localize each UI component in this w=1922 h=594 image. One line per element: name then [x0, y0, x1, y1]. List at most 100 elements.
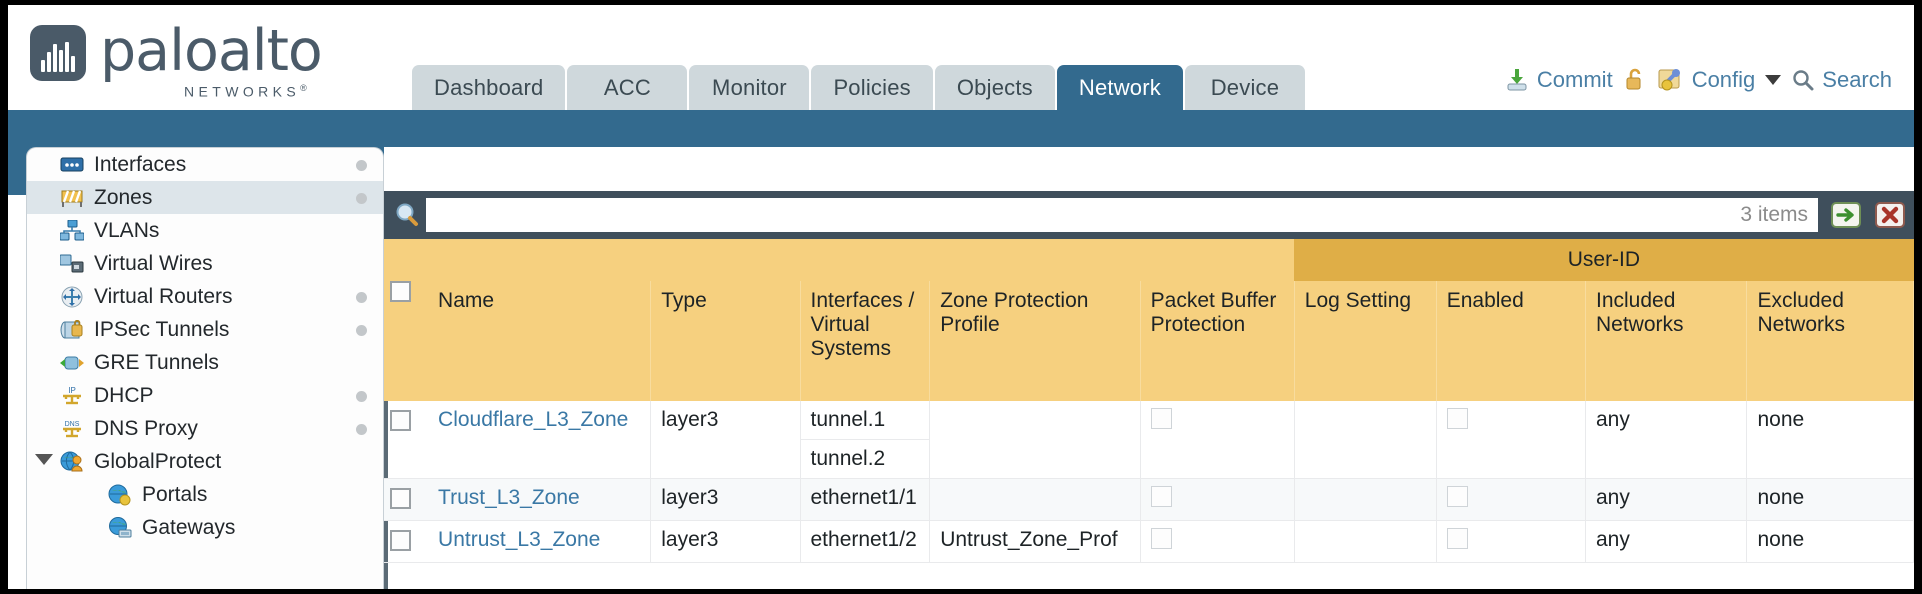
table-row[interactable]: Cloudflare_L3_Zone layer3 tunnel.1 tunne… — [384, 401, 1914, 479]
column-header-zone-protection-profile[interactable]: Zone Protection Profile — [929, 281, 1141, 401]
cell-name[interactable]: Trust_L3_Zone — [428, 478, 652, 521]
userid-enabled-checkbox[interactable] — [1446, 528, 1468, 549]
sidebar-item-gre-tunnels[interactable]: GRE Tunnels — [27, 346, 383, 379]
sidebar-item-gateways[interactable]: Gateways — [27, 511, 383, 544]
tab-network[interactable]: Network — [1056, 65, 1183, 111]
sidebar-item-label: Interfaces — [94, 152, 187, 176]
tab-dashboard[interactable]: Dashboard — [412, 65, 566, 111]
sidebar-item-virtual-routers[interactable]: Virtual Routers — [27, 280, 383, 313]
interface-item: ethernet1/1 — [810, 486, 917, 509]
search-button[interactable]: Search — [1791, 67, 1892, 93]
sidebar-item-dns-proxy[interactable]: DNS DNS Proxy — [27, 412, 383, 445]
chevron-down-icon[interactable] — [35, 454, 53, 465]
main-navigation-tabs[interactable]: Dashboard ACC Monitor Policies Objects N… — [412, 65, 1305, 111]
cell-zone-protection-profile — [929, 401, 1141, 479]
column-header-excluded-networks[interactable]: Excluded Networks — [1746, 281, 1914, 401]
interface-item: ethernet1/2 — [810, 528, 917, 551]
zone-name-link[interactable]: Trust_L3_Zone — [438, 486, 580, 509]
cell-packet-buffer-protection[interactable] — [1140, 478, 1295, 521]
tab-monitor[interactable]: Monitor — [689, 65, 810, 111]
cell-interfaces: ethernet1/1 — [800, 478, 931, 521]
table-row[interactable]: Trust_L3_Zone layer3 ethernet1/1 any non… — [384, 478, 1914, 521]
cell-packet-buffer-protection[interactable] — [1140, 520, 1295, 563]
column-header-type[interactable]: Type — [650, 281, 801, 401]
brand-header: paloalto NETWORKS® Dashboard ACC Monitor… — [8, 5, 1914, 111]
sidebar-item-dhcp[interactable]: IP DHCP — [27, 379, 383, 412]
clear-filter-x-icon[interactable] — [1874, 199, 1906, 231]
virtual-wires-icon — [59, 253, 85, 275]
cell-excluded-networks: none — [1746, 478, 1914, 521]
sidebar-item-label: GlobalProtect — [94, 449, 222, 473]
tab-device[interactable]: Device — [1184, 65, 1305, 111]
row-select-cell[interactable] — [384, 520, 429, 563]
column-header-log-setting[interactable]: Log Setting — [1294, 281, 1437, 401]
sidebar-item-zones[interactable]: Zones — [27, 181, 383, 214]
cell-excluded-networks: none — [1746, 401, 1914, 479]
group-header-spacer — [384, 239, 1295, 281]
cell-type: layer3 — [650, 520, 801, 563]
ipsec-tunnels-icon — [59, 319, 85, 341]
palo-alto-web-ui: paloalto NETWORKS® Dashboard ACC Monitor… — [8, 5, 1914, 589]
table-group-header-row: User-ID — [384, 239, 1914, 281]
column-header-included-networks[interactable]: Included Networks — [1585, 281, 1748, 401]
cell-interfaces: ethernet1/2 — [800, 520, 931, 563]
cell-type: layer3 — [650, 478, 801, 521]
interfaces-icon — [59, 154, 85, 176]
column-header-interfaces-virtual-systems[interactable]: Interfaces / Virtual Systems — [800, 281, 931, 401]
packet-buffer-protection-checkbox[interactable] — [1150, 528, 1172, 549]
sidebar-item-interfaces[interactable]: Interfaces — [27, 148, 383, 181]
search-magnifier-icon[interactable] — [392, 200, 422, 230]
tab-objects[interactable]: Objects — [934, 65, 1055, 111]
cell-type: layer3 — [650, 401, 801, 479]
sidebar-item-ipsec-tunnels[interactable]: IPSec Tunnels — [27, 313, 383, 346]
cell-log-setting — [1294, 478, 1437, 521]
packet-buffer-protection-checkbox[interactable] — [1150, 486, 1172, 507]
select-all-checkbox[interactable] — [390, 281, 411, 302]
sidebar-item-portals[interactable]: Portals — [27, 478, 383, 511]
zone-name-link[interactable]: Cloudflare_L3_Zone — [438, 408, 629, 431]
column-header-name[interactable]: Name — [428, 281, 652, 401]
userid-enabled-checkbox[interactable] — [1446, 486, 1468, 507]
cell-name[interactable]: Untrust_L3_Zone — [428, 520, 652, 563]
sidebar-item-virtual-wires[interactable]: Virtual Wires — [27, 247, 383, 280]
sidebar-item-label: Portals — [142, 482, 208, 506]
search-label: Search — [1822, 67, 1892, 92]
config-menu[interactable]: Config — [1657, 67, 1782, 93]
column-header-packet-buffer-protection[interactable]: Packet Buffer Protection — [1140, 281, 1295, 401]
tab-policies[interactable]: Policies — [811, 65, 933, 111]
cell-packet-buffer-protection[interactable] — [1140, 401, 1295, 479]
chevron-down-icon — [1765, 75, 1782, 85]
unlock-icon[interactable] — [1623, 67, 1647, 93]
registered-mark: ® — [300, 83, 312, 93]
interface-item: tunnel.2 — [800, 439, 930, 478]
brand-logo: paloalto NETWORKS® — [30, 23, 323, 100]
sidebar-item-vlans[interactable]: VLANs — [27, 214, 383, 247]
row-checkbox[interactable] — [390, 530, 411, 551]
cell-userid-enabled[interactable] — [1436, 520, 1586, 563]
brand-tagline-text: NETWORKS — [184, 83, 301, 100]
packet-buffer-protection-checkbox[interactable] — [1150, 408, 1172, 429]
select-all-header[interactable] — [384, 281, 429, 401]
network-sidebar[interactable]: Interfaces Zones VLANs Virtual Wires — [26, 147, 384, 589]
cell-name[interactable]: Cloudflare_L3_Zone — [428, 401, 652, 479]
row-select-cell[interactable] — [384, 401, 429, 479]
zone-name-link[interactable]: Untrust_L3_Zone — [438, 528, 601, 551]
commit-button[interactable]: Commit — [1504, 67, 1613, 93]
row-checkbox[interactable] — [390, 410, 411, 431]
column-header-userid-enabled[interactable]: Enabled — [1436, 281, 1586, 401]
filter-input[interactable]: 3 items — [426, 198, 1818, 232]
globalprotect-icon — [59, 451, 85, 473]
cell-userid-enabled[interactable] — [1436, 478, 1586, 521]
row-select-cell[interactable] — [384, 478, 429, 521]
apply-filter-arrow-icon[interactable] — [1830, 199, 1862, 231]
table-row[interactable]: Untrust_L3_Zone layer3 ethernet1/2 Untru… — [384, 520, 1914, 563]
sidebar-item-globalprotect[interactable]: GlobalProtect — [27, 445, 383, 478]
cell-log-setting — [1294, 520, 1437, 563]
sidebar-item-label: Virtual Wires — [94, 251, 213, 275]
userid-enabled-checkbox[interactable] — [1446, 408, 1468, 429]
cell-userid-enabled[interactable] — [1436, 401, 1586, 479]
item-count-label: 3 items — [1740, 203, 1808, 226]
sidebar-status-dot — [356, 292, 367, 303]
row-checkbox[interactable] — [390, 488, 411, 509]
tab-acc[interactable]: ACC — [567, 65, 688, 111]
